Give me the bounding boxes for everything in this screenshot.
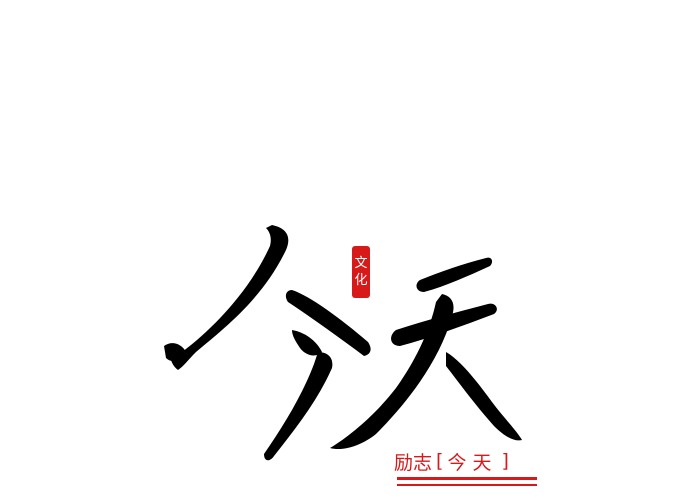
caption-label: 励志 <box>394 451 433 474</box>
caption-underline <box>397 477 537 480</box>
caption-bracket-close: ] <box>501 450 509 472</box>
caption-bracket-open: [ <box>436 450 444 472</box>
caption: 励志 [ 今天 ] <box>394 448 513 474</box>
seal-char: 文 <box>354 256 368 271</box>
brush-glyph-jin <box>164 225 371 461</box>
seal-stamp: 文 化 <box>352 246 370 298</box>
brush-glyph-tian <box>330 257 522 450</box>
caption-underline <box>397 484 537 486</box>
caption-sub: 今天 <box>447 451 498 474</box>
seal-char: 化 <box>354 273 368 288</box>
